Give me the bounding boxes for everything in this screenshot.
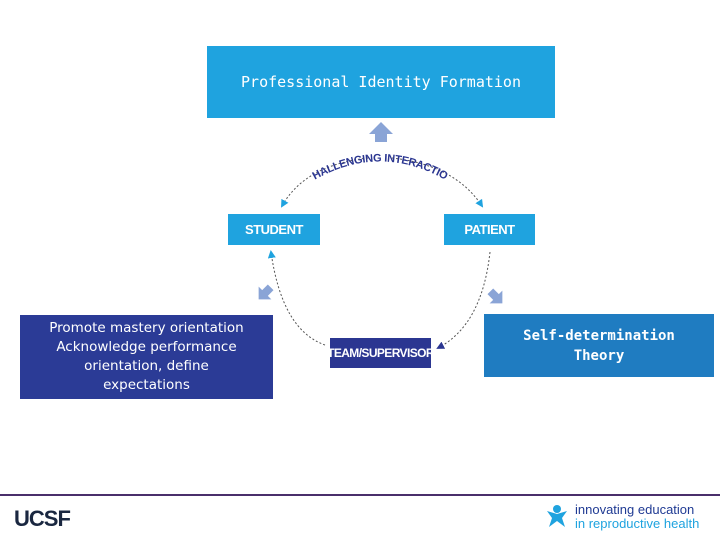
arc-top-to-student <box>281 157 369 208</box>
innovating-education-logo-icon <box>547 505 567 527</box>
student-label: STUDENT <box>245 222 303 237</box>
mastery-line-3: orientation, define <box>84 358 209 374</box>
innovating-education-logo: innovating education in reproductive hea… <box>575 503 699 531</box>
team-supervisor-node: TEAM/SUPERVISOR <box>327 338 435 368</box>
professional-identity-formation-box: Professional Identity Formation <box>207 46 555 118</box>
logo-line-1: innovating education <box>575 502 695 517</box>
mastery-line-4: expectations <box>103 377 190 393</box>
mastery-line-2: Acknowledge performance <box>56 339 237 355</box>
footer-divider <box>0 494 720 496</box>
patient-node: PATIENT <box>444 214 535 245</box>
ucsf-logo: UCSF <box>14 506 71 531</box>
up-arrow-icon <box>369 122 393 142</box>
professional-identity-formation-label: Professional Identity Formation <box>241 73 521 91</box>
self-determination-box: Self-determination Theory <box>484 314 714 377</box>
sdt-line-1: Self-determination <box>523 327 675 344</box>
arc-team-to-student <box>267 250 326 346</box>
arc-patient-to-team <box>436 251 491 349</box>
mastery-orientation-box: Promote mastery orientation Acknowledge … <box>20 315 273 399</box>
arc-top-to-patient <box>391 157 484 208</box>
patient-label: PATIENT <box>464 222 515 237</box>
down-left-arrow-icon <box>258 284 274 300</box>
down-right-arrow-icon <box>487 288 503 304</box>
logo-line-2: in reproductive health <box>575 516 700 531</box>
student-node: STUDENT <box>228 214 320 245</box>
challenging-interaction-label: CHALLENGING INTERACTION <box>0 0 450 183</box>
mastery-line-1: Promote mastery orientation <box>49 320 244 336</box>
team-supervisor-label: TEAM/SUPERVISOR <box>327 346 434 360</box>
sdt-line-2: Theory <box>573 347 625 364</box>
